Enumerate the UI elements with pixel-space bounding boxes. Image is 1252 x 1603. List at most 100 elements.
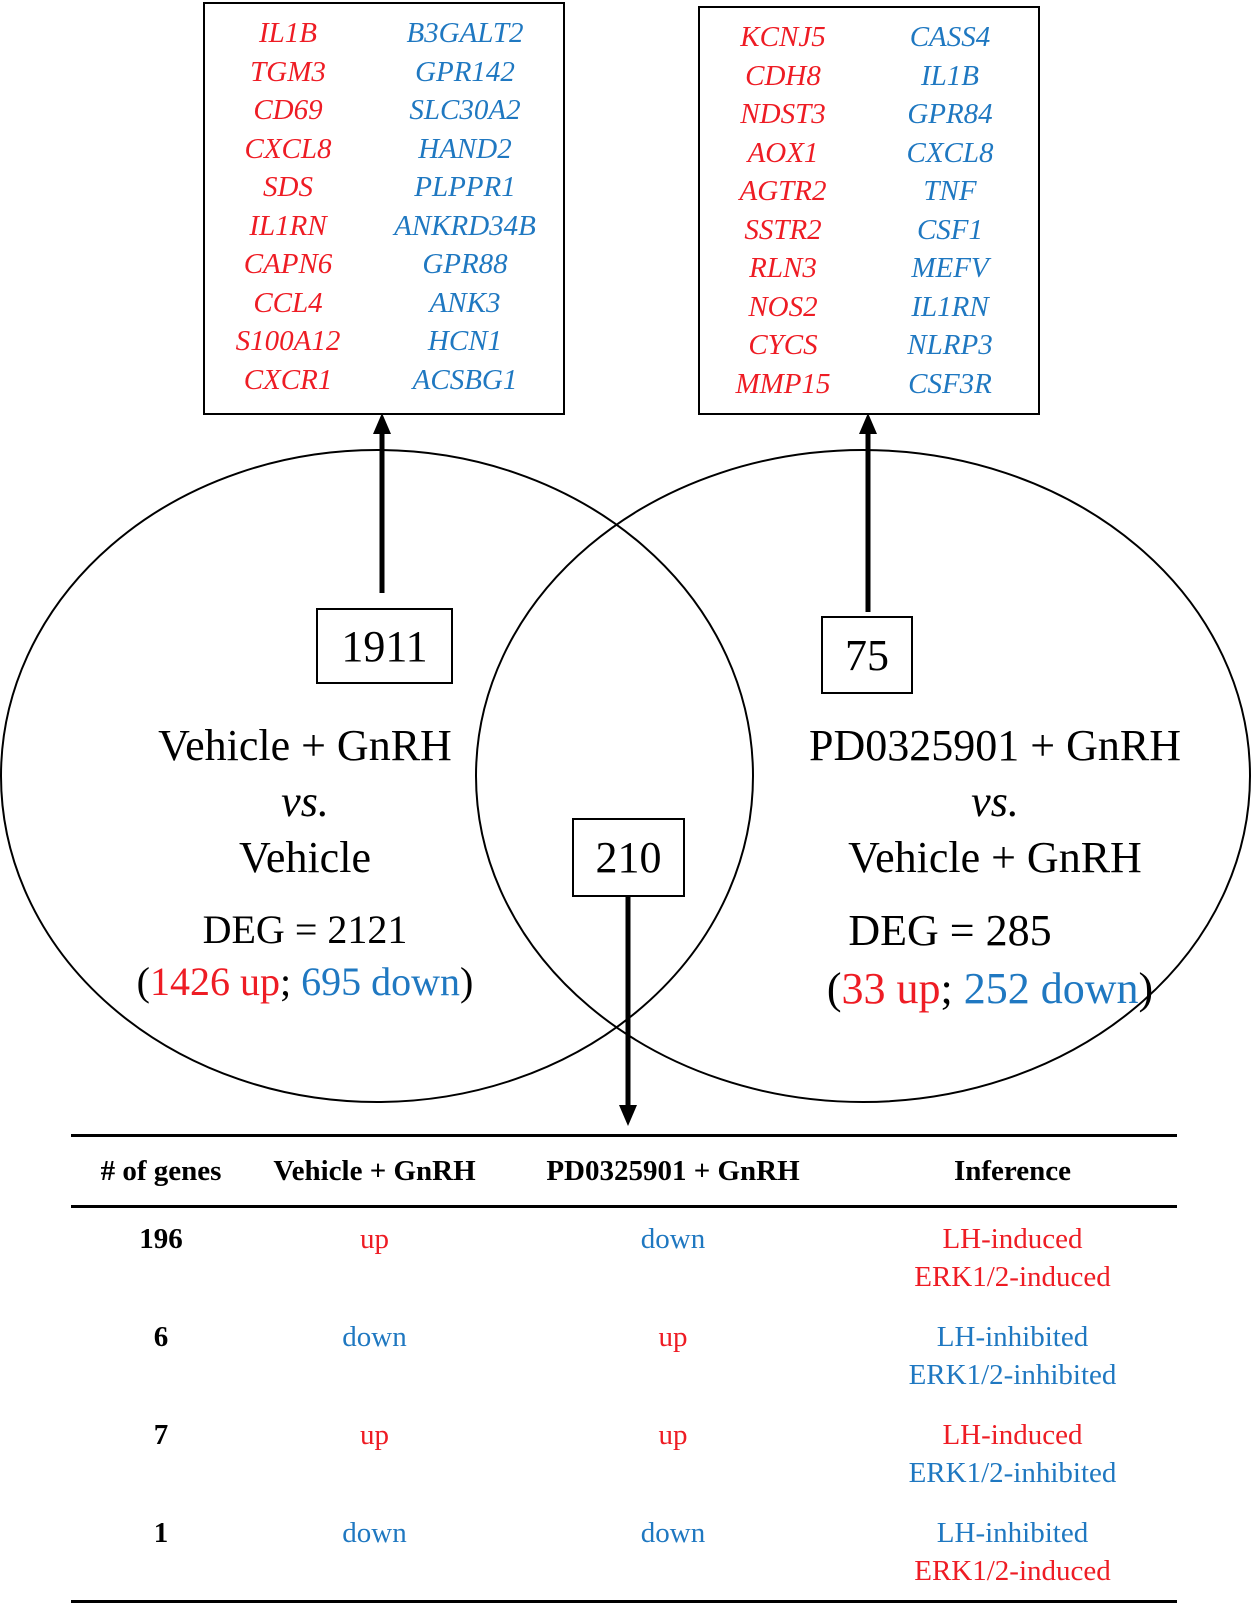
right-deg-breakdown: (33 up; 252 down): [826, 964, 1154, 1013]
right-label-line3: Vehicle + GnRH: [848, 833, 1142, 882]
row-inference: LH-induced ERK1/2-inhibited: [848, 1404, 1177, 1502]
right-comparison-label: PD0325901 + GnRH vs. Vehicle + GnRH: [770, 718, 1220, 886]
gene-item: CXCL8: [244, 132, 332, 165]
right-only-count-box: 75: [821, 616, 913, 694]
gene-item: B3GALT2: [406, 17, 524, 49]
gene-item: GPR142: [415, 55, 515, 88]
row-inference-erk: ERK1/2-induced: [914, 1261, 1111, 1293]
header-pd-gnrh: PD0325901 + GnRH: [546, 1154, 800, 1187]
gene-item: TNF: [923, 175, 977, 207]
gene-item: SDS: [263, 171, 313, 203]
gene-item: KCNJ5: [740, 21, 826, 53]
right-circle: [475, 449, 1251, 1103]
left-label-line3: Vehicle: [239, 833, 371, 882]
gene-item: GPR88: [422, 248, 508, 280]
overlap-genes-table: # of genes Vehicle + GnRH PD0325901 + Gn…: [71, 1134, 1177, 1603]
header-inference: Inference: [953, 1154, 1072, 1187]
right-deg-up: 33 up: [841, 964, 941, 1013]
header-vehicle-gnrh: Vehicle + GnRH: [273, 1154, 476, 1187]
gene-item: CCL4: [253, 286, 323, 319]
gene-item: CASS4: [909, 21, 991, 53]
right-label-line1: PD0325901 + GnRH: [809, 721, 1181, 770]
row-inference-erk: ERK1/2-inhibited: [908, 1457, 1117, 1489]
left-up-gene-list: IL1B TGM3 CD69 CXCL8 SDS IL1RN CAPN6 CCL…: [213, 14, 363, 399]
left-only-count-box: 1911: [316, 608, 453, 684]
gene-item: IL1B: [921, 59, 979, 92]
row-gene-count: 196: [139, 1223, 183, 1255]
row-inference: LH-induced ERK1/2-induced: [848, 1207, 1177, 1307]
gene-item: CYCS: [748, 329, 818, 361]
table-row: 7 up up LH-induced ERK1/2-inhibited: [71, 1404, 1177, 1502]
gene-item: IL1RN: [249, 209, 327, 242]
table-header-row: # of genes Vehicle + GnRH PD0325901 + Gn…: [71, 1135, 1177, 1207]
gene-item: NOS2: [748, 290, 818, 323]
left-arrow-head: [373, 413, 391, 434]
row-pd-direction: up: [658, 1321, 688, 1353]
row-inference: LH-inhibited ERK1/2-inhibited: [848, 1306, 1177, 1404]
gene-item: CDH8: [745, 59, 821, 92]
row-gene-count: 6: [153, 1321, 169, 1353]
gene-item: NDST3: [740, 98, 826, 130]
gene-item: NLRP3: [907, 329, 993, 361]
row-vehicle-direction: up: [360, 1223, 389, 1255]
gene-item: CXCR1: [243, 363, 333, 396]
gene-item: CSF1: [916, 213, 984, 246]
gene-item: AOX1: [747, 136, 819, 169]
gene-item: IL1B: [259, 17, 317, 49]
right-label-vs: vs.: [971, 777, 1019, 826]
gene-item: HCN1: [427, 325, 503, 357]
overlap-count-box: 210: [572, 818, 685, 897]
gene-item: CAPN6: [243, 248, 333, 280]
left-deg-sep: ;: [279, 959, 292, 1004]
row-inference-lh: LH-inhibited: [936, 1321, 1089, 1353]
gene-item: S100A12: [235, 325, 341, 357]
row-gene-count: 7: [153, 1419, 169, 1451]
row-inference: LH-inhibited ERK1/2-induced: [848, 1502, 1177, 1602]
right-deg-sep: ;: [940, 964, 953, 1013]
row-pd-direction: down: [640, 1517, 706, 1549]
left-circle: [0, 449, 754, 1103]
left-gene-box: IL1B TGM3 CD69 CXCL8 SDS IL1RN CAPN6 CCL…: [203, 2, 565, 415]
row-inference-lh: LH-induced: [942, 1419, 1083, 1451]
right-deg-total: DEG = 285: [848, 906, 1052, 955]
gene-item: ANK3: [429, 286, 501, 319]
table-row: 1 down down LH-inhibited ERK1/2-induced: [71, 1502, 1177, 1602]
right-down-gene-list: CASS4 IL1B GPR84 CXCL8 TNF CSF1 MEFV IL1…: [870, 18, 1030, 403]
gene-item: TGM3: [250, 55, 326, 88]
row-inference-lh: LH-inhibited: [936, 1517, 1089, 1549]
right-up-gene-list: KCNJ5 CDH8 NDST3 AOX1 AGTR2 SSTR2 RLN3 N…: [708, 18, 858, 403]
gene-item: MEFV: [911, 252, 989, 284]
left-deg-down: 695 down: [301, 959, 460, 1004]
left-deg-total: DEG = 2121: [202, 907, 408, 952]
header-gene-count: # of genes: [100, 1154, 222, 1187]
table-row: 6 down up LH-inhibited ERK1/2-inhibited: [71, 1306, 1177, 1404]
row-pd-direction: down: [640, 1223, 706, 1255]
row-inference-lh: LH-induced: [942, 1223, 1083, 1255]
row-gene-count: 1: [153, 1517, 169, 1549]
left-label-line1: Vehicle + GnRH: [158, 721, 452, 770]
gene-item: MMP15: [735, 367, 831, 400]
gene-item: PLPPR1: [414, 171, 516, 203]
gene-item: CXCL8: [906, 136, 994, 169]
gene-item: CSF3R: [908, 367, 992, 400]
left-deg-up: 1426 up: [149, 959, 280, 1004]
left-deg-summary: DEG = 2121 (1426 up; 695 down): [100, 904, 510, 1008]
left-label-vs: vs.: [281, 777, 329, 826]
table-row: 196 up down LH-induced ERK1/2-induced: [71, 1207, 1177, 1307]
left-down-gene-list: B3GALT2 GPR142 SLC30A2 HAND2 PLPPR1 ANKR…: [370, 14, 560, 399]
row-vehicle-direction: up: [360, 1419, 389, 1451]
gene-item: SSTR2: [744, 213, 822, 246]
gene-item: GPR84: [907, 98, 993, 130]
gene-item: IL1RN: [911, 290, 989, 323]
gene-item: SLC30A2: [409, 94, 521, 126]
right-deg-summary: DEG = 285 (33 up; 252 down): [760, 902, 1220, 1018]
down-arrow-head: [619, 1105, 637, 1126]
gene-item: HAND2: [418, 132, 512, 165]
row-vehicle-direction: down: [342, 1517, 407, 1549]
gene-item: CD69: [253, 94, 323, 126]
right-gene-box: KCNJ5 CDH8 NDST3 AOX1 AGTR2 SSTR2 RLN3 N…: [698, 6, 1040, 415]
left-comparison-label: Vehicle + GnRH vs. Vehicle: [110, 718, 500, 886]
row-vehicle-direction: down: [342, 1321, 407, 1353]
row-inference-erk: ERK1/2-inhibited: [908, 1359, 1117, 1391]
